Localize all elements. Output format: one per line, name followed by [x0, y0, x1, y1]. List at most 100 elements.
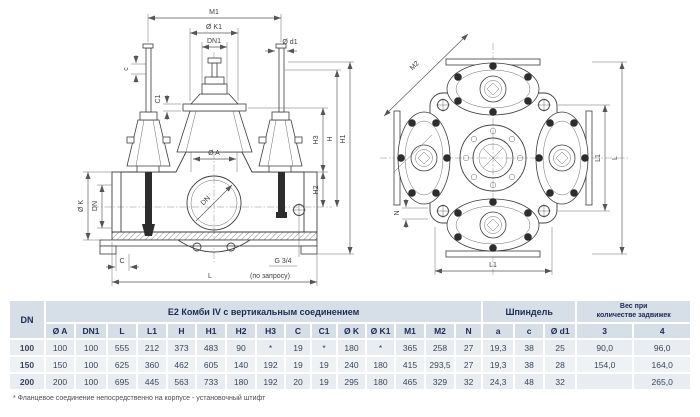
col-header: M1 — [396, 324, 424, 338]
dim-label-bore: DN — [200, 195, 212, 207]
table-row: 150 150 100 625 360 462 605 140 192 19 1… — [10, 357, 691, 372]
table-cell: 695 — [108, 374, 136, 389]
col-header: c — [515, 324, 544, 338]
dimension-table: DN E2 Комби IV с вертикальным соединение… — [8, 299, 692, 391]
right-flange — [535, 111, 589, 205]
dim-label-c-top: c — [123, 67, 130, 71]
col-header: H3 — [257, 324, 284, 338]
dim-label-m2: M2 — [409, 60, 421, 72]
dim-label-d1: Ø d1 — [282, 39, 297, 46]
col-header: 4 — [634, 324, 691, 338]
col-header: Ø d1 — [545, 324, 576, 338]
dim-label-h: H — [327, 136, 334, 141]
table-cell: 27 — [456, 357, 482, 372]
dim-label-request: (по запросу) — [250, 273, 290, 280]
table-cell: 100 — [76, 357, 106, 372]
table-cell: 212 — [138, 340, 166, 355]
table-cell: * — [312, 340, 336, 355]
table-cell: 19,3 — [483, 340, 514, 355]
table-cell: 605 — [197, 357, 225, 372]
table-cell — [577, 374, 633, 389]
dim-label-dn1: DN1 — [207, 38, 221, 45]
dim-label-l-side: L — [612, 156, 619, 160]
col-header: a — [483, 324, 514, 338]
table-cell: 258 — [426, 340, 454, 355]
table-cell: * — [257, 340, 284, 355]
table-cell: 100 — [76, 340, 106, 355]
right-gate-valve — [258, 43, 303, 218]
dimension-table-container: DN E2 Комби IV с вертикальным соединение… — [8, 299, 692, 391]
col-header: C1 — [312, 324, 336, 338]
table-cell: 20 — [286, 374, 310, 389]
table-cell: 483 — [197, 340, 225, 355]
dn-header: DN — [10, 301, 44, 338]
dimensions-front: M1 Ø K1 DN1 Ø d1 c C1 — [78, 9, 354, 286]
table-cell: 100 — [46, 340, 74, 355]
table-cell: 465 — [396, 374, 424, 389]
dim-label-h3: H3 — [313, 135, 320, 144]
table-row: 200 200 100 695 445 563 733 180 192 20 1… — [10, 374, 691, 389]
table-cell: 462 — [168, 357, 195, 372]
dimensions-top-view: M2 N L1 L1 L — [383, 33, 627, 275]
dim-label-h1: H1 — [340, 134, 347, 143]
table-cell: 360 — [138, 357, 166, 372]
col-header: H — [168, 324, 195, 338]
top-view: M2 N L1 L1 L — [380, 33, 630, 277]
table-cell: 19,3 — [483, 357, 514, 372]
col-header: L — [108, 324, 136, 338]
table-cell: 295 — [338, 374, 365, 389]
table-cell: 563 — [168, 374, 195, 389]
dim-label-dn-left: DN — [92, 201, 99, 211]
table-cell: 25 — [545, 340, 576, 355]
table-cell: 100 — [76, 374, 106, 389]
table-cell: 90,0 — [577, 340, 633, 355]
table-cell: 733 — [197, 374, 225, 389]
spindle-group-header: Шпиндель — [483, 301, 576, 322]
table-cell: 200 — [46, 374, 74, 389]
dn-cell: 150 — [10, 357, 44, 372]
main-group-header: E2 Комби IV с вертикальным соединением — [46, 301, 482, 322]
central-valve — [176, 57, 253, 153]
table-cell: 38 — [515, 357, 544, 372]
dim-label-m1: M1 — [209, 9, 219, 16]
col-header: L1 — [138, 324, 166, 338]
table-cell: 27 — [456, 340, 482, 355]
footnote: * Фланцевое соединение непосредственно н… — [13, 395, 266, 402]
table-cell: 32 — [456, 374, 482, 389]
column-header-row: Ø A DN1 L L1 H H1 H2 H3 C C1 Ø K Ø K1 M1… — [10, 324, 691, 338]
dim-label-k1: Ø K1 — [206, 24, 222, 31]
table-cell: 293,5 — [426, 357, 454, 372]
table-cell: 154,0 — [577, 357, 633, 372]
table-cell: 555 — [108, 340, 136, 355]
weight-group-header: Вес при количестве задвижек — [577, 301, 691, 322]
table-cell: 445 — [138, 374, 166, 389]
table-cell: 19 — [312, 357, 336, 372]
table-cell: 192 — [257, 357, 284, 372]
dim-label-g34: G 3/4 — [274, 258, 291, 265]
dim-label-l1-side: L1 — [595, 154, 602, 162]
dim-label-c1: C1 — [155, 94, 162, 103]
weight-header-line1: Вес при — [619, 303, 648, 311]
table-cell: 19 — [312, 374, 336, 389]
table-cell: 180 — [338, 340, 365, 355]
col-header: N — [456, 324, 482, 338]
table-cell: 28 — [545, 357, 576, 372]
table-cell: 625 — [108, 357, 136, 372]
table-cell: 140 — [227, 357, 255, 372]
dim-label-k: Ø K — [78, 200, 85, 212]
dim-label-h2: H2 — [313, 185, 320, 194]
col-header: Ø A — [46, 324, 74, 338]
table-cell: 38 — [515, 340, 544, 355]
col-header: H1 — [197, 324, 225, 338]
table-cell: 240 — [338, 357, 365, 372]
left-flange — [397, 111, 451, 205]
col-header: H2 — [227, 324, 255, 338]
table-cell: 180 — [227, 374, 255, 389]
front-section-view: M1 Ø K1 DN1 Ø d1 c C1 — [78, 9, 354, 286]
table-cell: 32 — [545, 374, 576, 389]
top-flange — [446, 62, 540, 116]
dn-cell: 200 — [10, 374, 44, 389]
table-cell: 19 — [286, 357, 310, 372]
col-header: M2 — [426, 324, 454, 338]
